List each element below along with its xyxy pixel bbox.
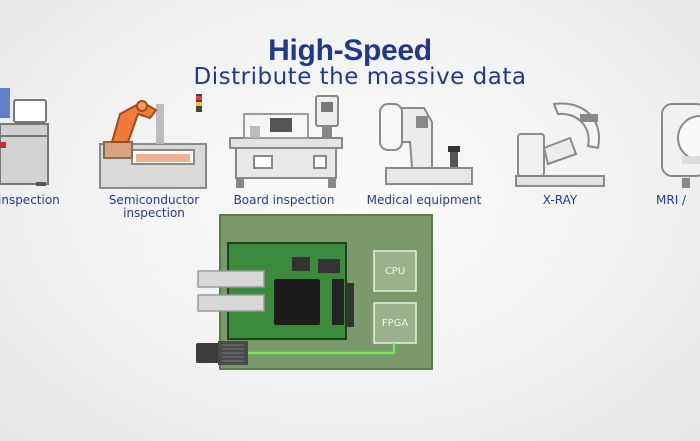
cable-connector [196, 343, 220, 363]
main-chip [274, 279, 320, 325]
cpu-chip [373, 250, 417, 292]
capture-board-illustration: CPU FPGA [196, 214, 433, 370]
mri-scanner-icon [661, 103, 700, 188]
app-label-xray: X-RAY [542, 193, 578, 207]
connector-top [197, 270, 265, 288]
inspection-machine-icon [0, 88, 49, 186]
c-arm-xray-icon [515, 102, 605, 187]
app-label-board-inspection: Board inspection [233, 193, 335, 207]
app-label-inspection: inspection [0, 193, 60, 207]
fpga-label: FPGA [382, 318, 409, 329]
app-label-mri: MRI / [656, 193, 687, 207]
subheadline: Distribute the massive data [193, 64, 527, 90]
connector-bottom [197, 294, 265, 312]
board-inspection-machine-icon [229, 95, 343, 188]
app-label-semiconductor: Semiconductor inspection [108, 193, 200, 220]
cpu-label: CPU [385, 266, 405, 277]
robot-arm-icon [99, 94, 207, 189]
ophthalmic-device-icon [379, 103, 473, 185]
signal-trace [248, 343, 396, 355]
headline: High-Speed [268, 34, 432, 67]
app-label-medical-equipment: Medical equipment [366, 193, 482, 207]
fpga-chip [373, 302, 417, 344]
